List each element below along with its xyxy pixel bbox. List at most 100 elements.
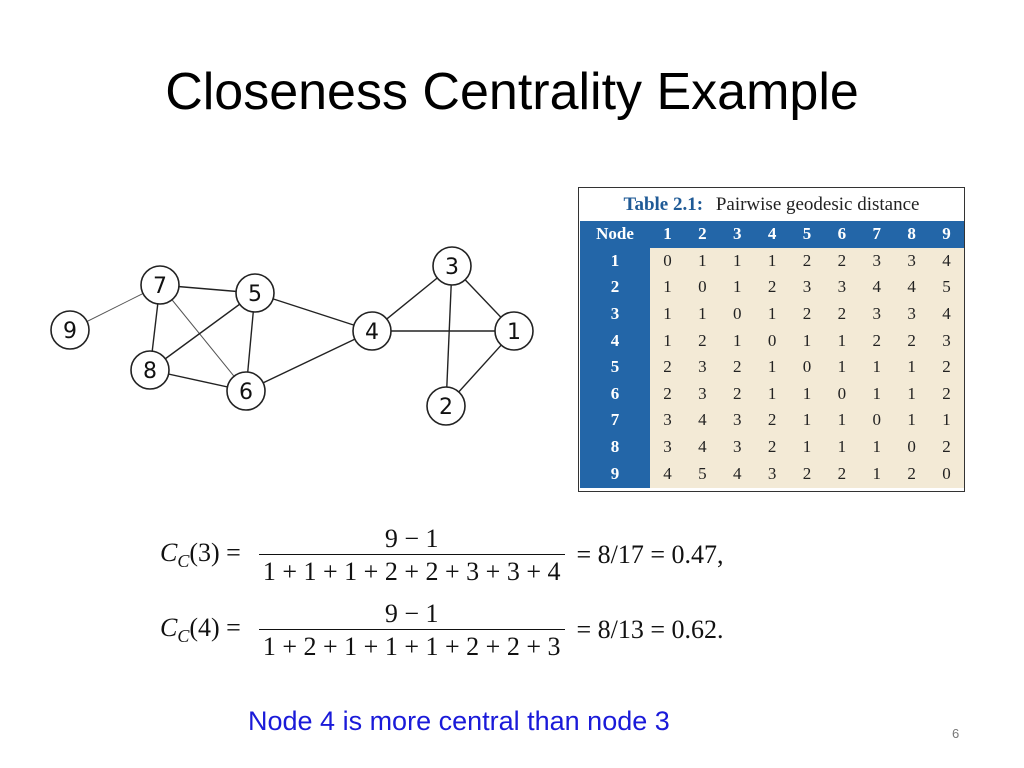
table-cell: 0 bbox=[754, 327, 790, 354]
table-cell: 1 bbox=[754, 247, 790, 275]
table-cell: 1 bbox=[859, 380, 895, 408]
table-cell: 2 bbox=[650, 353, 685, 381]
table-cell: 2 bbox=[719, 353, 755, 381]
table-column-header: 8 bbox=[894, 221, 929, 248]
table-cell: 3 bbox=[684, 353, 720, 381]
table-column-header: 6 bbox=[824, 221, 860, 248]
table-cell: 4 bbox=[650, 460, 685, 489]
table-cell: 4 bbox=[894, 274, 929, 301]
graph-node-circle bbox=[352, 311, 392, 351]
graph-node-5: 5 bbox=[235, 273, 275, 313]
graph-node-circle bbox=[50, 310, 90, 350]
table-cell: 1 bbox=[824, 327, 860, 354]
graph-node-label: 4 bbox=[365, 320, 379, 345]
table-column-header: 9 bbox=[929, 221, 964, 248]
table-cell: 0 bbox=[929, 460, 964, 489]
formula-node-3: CC(3) = 9 − 1 1 + 1 + 1 + 2 + 2 + 3 + 3 … bbox=[160, 520, 724, 590]
table-cell: 1 bbox=[859, 460, 895, 489]
table-cell: 1 bbox=[719, 247, 755, 275]
graph-node-label: 6 bbox=[239, 380, 253, 405]
table-cell: 1 bbox=[719, 327, 755, 354]
table-cell: 0 bbox=[684, 274, 720, 301]
table-cell: 1 bbox=[789, 327, 825, 354]
formula-numerator: 9 − 1 bbox=[384, 598, 439, 628]
table-cell: 1 bbox=[650, 274, 685, 301]
table-cell: 3 bbox=[650, 433, 685, 461]
formula-node-4: CC(4) = 9 − 1 1 + 2 + 1 + 1 + 1 + 2 + 2 … bbox=[160, 595, 724, 665]
table-cell: 3 bbox=[894, 247, 929, 275]
formula-lhs: CC(3) = bbox=[160, 537, 241, 572]
table-cell: 1 bbox=[684, 247, 720, 275]
formula-denominator: 1 + 1 + 1 + 2 + 2 + 3 + 3 + 4 bbox=[258, 553, 565, 587]
formula-result: = 8/17 = 0.47, bbox=[576, 540, 724, 569]
table-cell: 2 bbox=[754, 433, 790, 461]
table-cell: 2 bbox=[824, 460, 860, 489]
table-cell: 0 bbox=[859, 407, 895, 434]
table-cell: 2 bbox=[929, 380, 964, 408]
table-row-header: 1 bbox=[580, 247, 650, 275]
table-cell: 3 bbox=[719, 433, 755, 461]
table-cell: 1 bbox=[824, 407, 860, 434]
table-cell: 0 bbox=[789, 353, 825, 381]
table-row-header: 5 bbox=[580, 353, 650, 381]
table-cell: 0 bbox=[719, 300, 755, 328]
table-cell: 2 bbox=[789, 247, 825, 275]
table-cell: 1 bbox=[894, 353, 929, 381]
table-cell: 2 bbox=[754, 407, 790, 434]
table-cell: 1 bbox=[824, 433, 860, 461]
formula-denominator: 1 + 2 + 1 + 1 + 1 + 2 + 2 + 3 bbox=[258, 628, 565, 662]
table-column-header: 1 bbox=[650, 221, 685, 248]
graph-edge-6-4 bbox=[245, 330, 373, 392]
table-cell: 3 bbox=[859, 300, 895, 328]
table-row-header: 8 bbox=[580, 433, 650, 461]
table-cell: 2 bbox=[894, 460, 929, 489]
table-cell: 2 bbox=[754, 274, 790, 301]
graph-node-label: 7 bbox=[153, 274, 167, 299]
table-caption-label: Table 2.1: bbox=[623, 194, 704, 215]
graph-node-circle bbox=[235, 273, 275, 313]
table-cell: 1 bbox=[650, 327, 685, 354]
table-cell: 2 bbox=[824, 300, 860, 328]
graph-node-label: 5 bbox=[248, 282, 262, 307]
table-cell: 2 bbox=[789, 460, 825, 489]
table-row-header: 6 bbox=[580, 380, 650, 408]
table-caption: Table 2.1: Pairwise geodesic distance bbox=[579, 188, 964, 221]
table-cell: 5 bbox=[684, 460, 720, 489]
table-cell: 1 bbox=[719, 274, 755, 301]
graph-node-3: 3 bbox=[432, 246, 472, 286]
table-cell: 1 bbox=[929, 407, 964, 434]
slide-number: 6 bbox=[952, 726, 960, 741]
table-cell: 2 bbox=[789, 300, 825, 328]
distance-table-panel: Table 2.1: Pairwise geodesic distance No… bbox=[578, 187, 965, 492]
graph-node-label: 2 bbox=[439, 395, 453, 420]
graph-node-8: 8 bbox=[130, 350, 170, 390]
table-cell: 2 bbox=[929, 353, 964, 381]
table-cell: 2 bbox=[824, 247, 860, 275]
table-cell: 3 bbox=[684, 380, 720, 408]
graph-node-circle bbox=[432, 246, 472, 286]
table-cell: 1 bbox=[789, 380, 825, 408]
graph-node-label: 8 bbox=[143, 359, 157, 384]
table-row-header: 7 bbox=[580, 407, 650, 434]
table-cell: 1 bbox=[754, 300, 790, 328]
table-cell: 1 bbox=[684, 300, 720, 328]
graph-node-label: 1 bbox=[507, 320, 521, 345]
table-cell: 0 bbox=[894, 433, 929, 461]
table-cell: 1 bbox=[859, 433, 895, 461]
table-row-header: 4 bbox=[580, 327, 650, 354]
table-cell: 1 bbox=[894, 407, 929, 434]
table-column-header: 3 bbox=[719, 221, 755, 248]
table-cell: 3 bbox=[650, 407, 685, 434]
graph-node-circle bbox=[226, 371, 266, 411]
graph-edge-8-5 bbox=[149, 292, 256, 371]
table-cell: 3 bbox=[894, 300, 929, 328]
conclusion-text: Node 4 is more central than node 3 bbox=[248, 706, 670, 736]
table-cell: 0 bbox=[650, 247, 685, 275]
